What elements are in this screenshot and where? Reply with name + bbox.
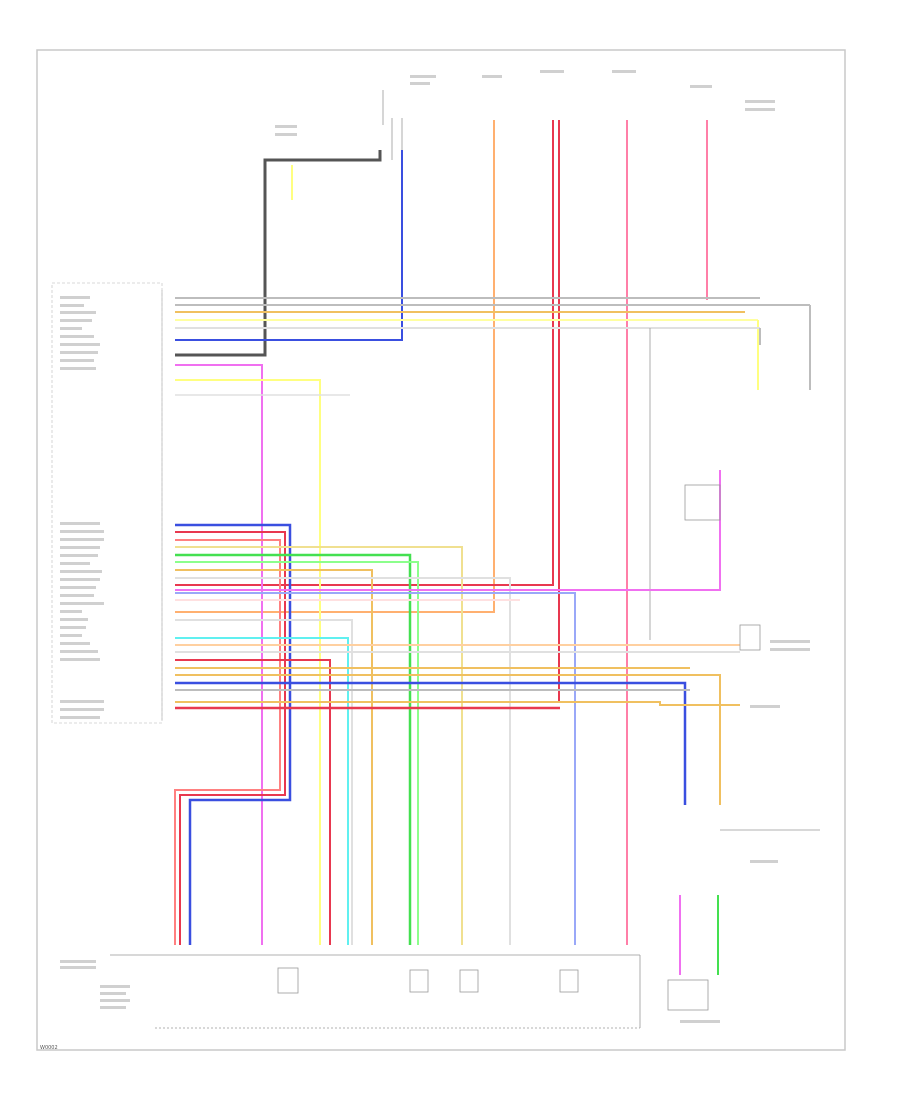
pcm-connector-top: [51, 282, 163, 724]
diagram-frame: [36, 49, 846, 1051]
yellow-wire-mid: [175, 379, 321, 945]
right-components: [679, 484, 820, 975]
black-wire: [175, 150, 382, 357]
label-marks: [60, 70, 810, 1023]
red-wire-right: [175, 120, 554, 586]
corner-code: W0002: [40, 1045, 58, 1051]
red-wire-right-b: [175, 120, 560, 703]
transmission-connector: [110, 954, 709, 1029]
magenta-wire: [175, 364, 263, 945]
orange-wire: [175, 120, 495, 613]
lower-bundle: [174, 470, 740, 945]
top-feeds: [175, 90, 811, 945]
blue-wire-top: [175, 150, 403, 341]
